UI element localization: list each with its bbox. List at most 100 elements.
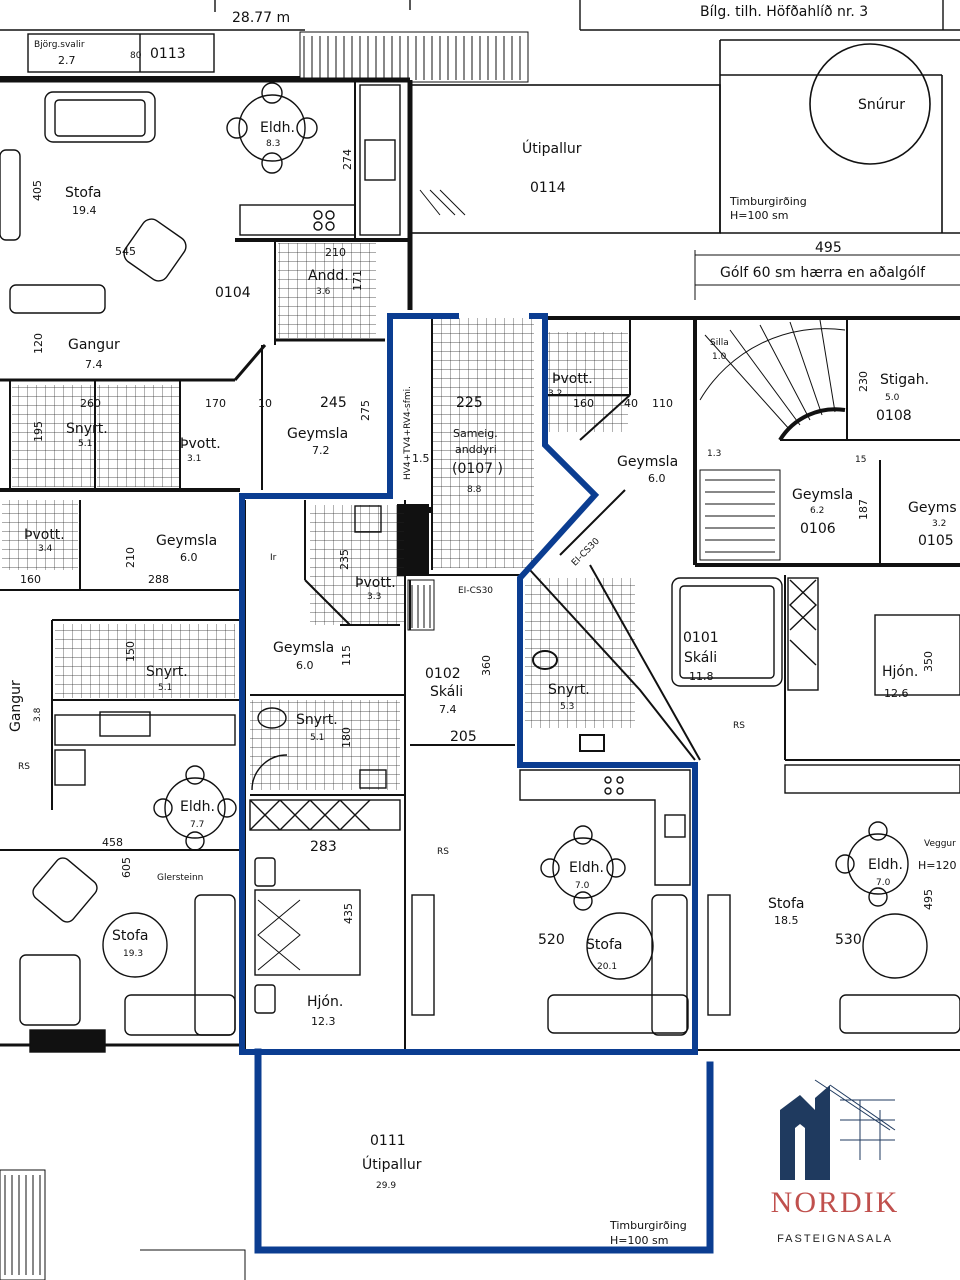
label-thvott-34-a: 3.4: [38, 544, 53, 554]
label-skali-r-a: 11.8: [689, 670, 714, 683]
label-thvott-33-a: 3.3: [367, 592, 381, 602]
tile-snyrt-0104: [12, 385, 94, 487]
label-geymsla-60-c: Geymsla: [273, 640, 334, 656]
label-288: 288: [148, 573, 169, 586]
label-0113: 0113: [150, 46, 186, 62]
label-gangur-v: Gangur: [8, 680, 24, 732]
label-0108: 0108: [876, 408, 912, 424]
living-left: [19, 857, 236, 1053]
apartment-0104-walls: [0, 77, 413, 492]
label-bjorg-area: 2.7: [58, 54, 76, 67]
label-rs-c: RS: [437, 847, 449, 857]
label-geymsla-62-a: 6.2: [810, 506, 824, 516]
label-gangur-l-a: 7.4: [85, 358, 103, 371]
label-10: 10: [258, 397, 272, 410]
logo-building-icon: [780, 1079, 896, 1180]
tile-thvott-33: [310, 505, 405, 625]
label-thvott-33: Þvott.: [355, 575, 396, 591]
property-outline: [239, 313, 714, 1254]
label-40: 40: [624, 397, 638, 410]
label-160-r: 160: [573, 397, 594, 410]
label-260: 260: [80, 397, 101, 410]
tile-0107: [432, 318, 534, 568]
dining-table-0104: [226, 82, 318, 174]
label-silla-a: 1.0: [712, 352, 727, 362]
label-snyrt-c-a: 5.1: [310, 733, 324, 743]
label-187: 187: [857, 499, 870, 520]
label-0104: 0104: [215, 285, 251, 301]
logo-name: NORDIK: [771, 1186, 900, 1219]
label-210-top: 210: [325, 246, 346, 259]
label-eldh-c: Eldh.: [569, 860, 604, 876]
label-geymsla-60-c-a: 6.0: [296, 659, 314, 672]
label-vent: HV4+TV4+RV4-sfmi.: [403, 386, 413, 480]
label-205: 205: [450, 729, 477, 745]
label-geymsla-60-r: Geymsla: [617, 454, 678, 470]
label-520: 520: [538, 932, 565, 948]
tile-snyrt-c: [250, 700, 400, 790]
label-435: 435: [342, 903, 355, 924]
label-1-5: 1.5: [412, 452, 430, 465]
tile-andd: [278, 243, 376, 338]
label-geymsla-60-r-a: 6.0: [648, 472, 666, 485]
label-458: 458: [102, 836, 123, 849]
label-stofa-r-a: 18.5: [774, 914, 799, 927]
label-h120: H=120: [918, 859, 956, 872]
label-210-l: 210: [124, 547, 137, 568]
logo-subtitle: FASTEIGNASALA: [777, 1233, 893, 1245]
stair-c: [407, 579, 435, 631]
label-andd-a: 3.6: [316, 287, 331, 297]
label-timbur-top: Timburgirðing: [729, 195, 807, 208]
label-195: 195: [32, 421, 45, 442]
label-0106: 0106: [800, 521, 836, 537]
label-skali-r: Skáli: [684, 650, 717, 666]
label-snyrt-c: Snyrt.: [296, 712, 338, 728]
label-150: 150: [124, 641, 137, 662]
label-stofa-c-a: 20.1: [597, 962, 617, 972]
label-405: 405: [31, 180, 44, 201]
tile-thvott-0104: [97, 385, 179, 487]
label-stofa-tl: Stofa: [65, 185, 101, 201]
label-utipallur-b-a: 29.9: [376, 1181, 396, 1191]
label-thvott-32: Þvott.: [552, 371, 593, 387]
label-120: 120: [32, 333, 45, 354]
dimension-495-top: [694, 250, 960, 300]
labels: 28.77 m Bílg. tilh. Höfðahlíð nr. 3 Björ…: [8, 4, 957, 1247]
label-hjon-r: Hjón.: [882, 664, 918, 680]
label-stofa-l: Stofa: [112, 928, 148, 944]
label-495-top: 495: [815, 240, 842, 256]
label-hjon-r-a: 12.6: [884, 687, 909, 700]
kitchen-c: [519, 769, 691, 911]
label-thvott-32-a: 3.2: [548, 389, 562, 399]
label-andd: Andd.: [308, 268, 349, 284]
label-glersteinn: Glersteinn: [157, 873, 203, 883]
label-h-top: H=100 sm: [730, 209, 788, 222]
nordik-logo: NORDIK FASTEIGNASALA: [771, 1079, 900, 1245]
label-171: 171: [351, 270, 364, 291]
label-ir1: Ir: [270, 553, 277, 563]
label-geymsla-72: Geymsla: [287, 426, 348, 442]
right-lower-walls: [695, 575, 960, 1051]
label-geymsla-62: Geymsla: [792, 487, 853, 503]
label-0114: 0114: [530, 180, 566, 196]
label-350: 350: [922, 651, 935, 672]
stair-bottom: [0, 1169, 246, 1280]
header-dimension: 28.77 m: [232, 10, 290, 26]
label-snyrt-l: Snyrt.: [66, 421, 108, 437]
label-eldh-l: Eldh.: [180, 799, 215, 815]
label-0111: 0111: [370, 1133, 406, 1149]
label-hjon-c: Hjón.: [307, 994, 343, 1010]
label-eldh-l-a: 7.7: [190, 820, 204, 830]
label-245: 245: [320, 395, 347, 411]
tile-thvott-32: [548, 332, 628, 432]
label-274: 274: [341, 149, 354, 170]
label-eldh-tl-a: 8.3: [266, 139, 280, 149]
label-silla: Silla: [710, 338, 729, 348]
tile-snyrt-ml: [55, 624, 235, 698]
label-geyms-32: Geyms: [908, 500, 957, 516]
label-stofa-l-a: 19.3: [123, 949, 143, 959]
label-skali-c: Skáli: [430, 684, 463, 700]
label-veggur: Veggur: [924, 839, 956, 849]
label-snyrt-ml-a: 5.1: [158, 683, 172, 693]
label-545: 545: [115, 245, 136, 258]
